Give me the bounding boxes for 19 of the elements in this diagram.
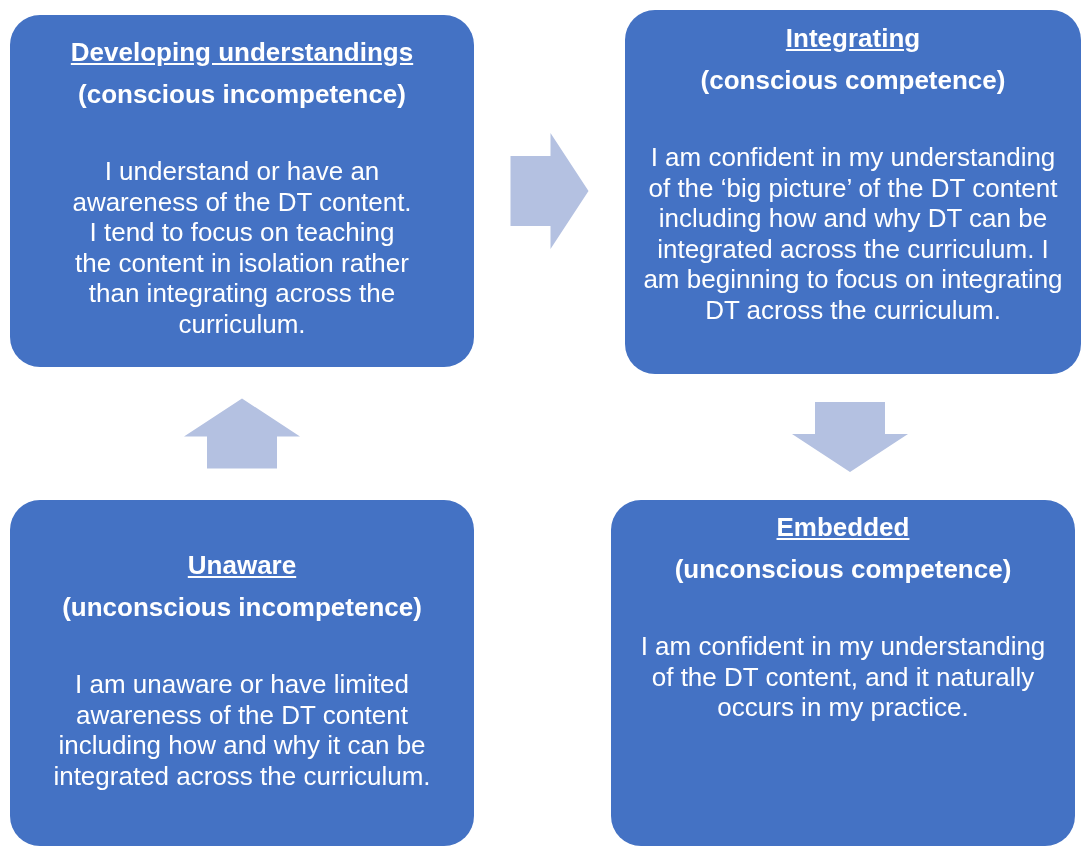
block-arrow bbox=[792, 402, 908, 472]
stage-heading: Embedded bbox=[776, 511, 910, 544]
block-arrow bbox=[184, 398, 300, 469]
stage-heading: Developing understandings bbox=[70, 36, 414, 69]
stage-description: I am confident in my understanding of the ‘big picture’ of the DT content including how and why DT can be integrated across the curriculum. I am beginning to focus on integrating DT across the curriculum. bbox=[642, 142, 1064, 325]
stage-heading: Integrating bbox=[785, 22, 921, 55]
stage-heading: Unaware bbox=[187, 549, 297, 582]
stage-box bbox=[625, 10, 1081, 374]
stage-box bbox=[611, 500, 1075, 846]
stage-description: I understand or have an awareness of the DT content. I tend to focus on teaching the content in isolation rather than integrating across the curriculum. bbox=[72, 156, 412, 339]
stage-subheading: (conscious incompetence) bbox=[78, 78, 406, 111]
stage-subheading: (unconscious incompetence) bbox=[62, 591, 422, 624]
block-arrow bbox=[510, 133, 589, 249]
stage-box bbox=[10, 500, 474, 846]
stage-box bbox=[10, 15, 474, 367]
stage-description: I am confident in my understanding of the DT content, and it naturally occurs in my practice. bbox=[639, 631, 1047, 723]
stage-description: I am unaware or have limited awareness of the DT content including how and why it can be integrated across the curriculum. bbox=[52, 669, 432, 791]
stage-subheading: (unconscious competence) bbox=[674, 553, 1012, 586]
stage-subheading: (conscious competence) bbox=[700, 64, 1006, 97]
